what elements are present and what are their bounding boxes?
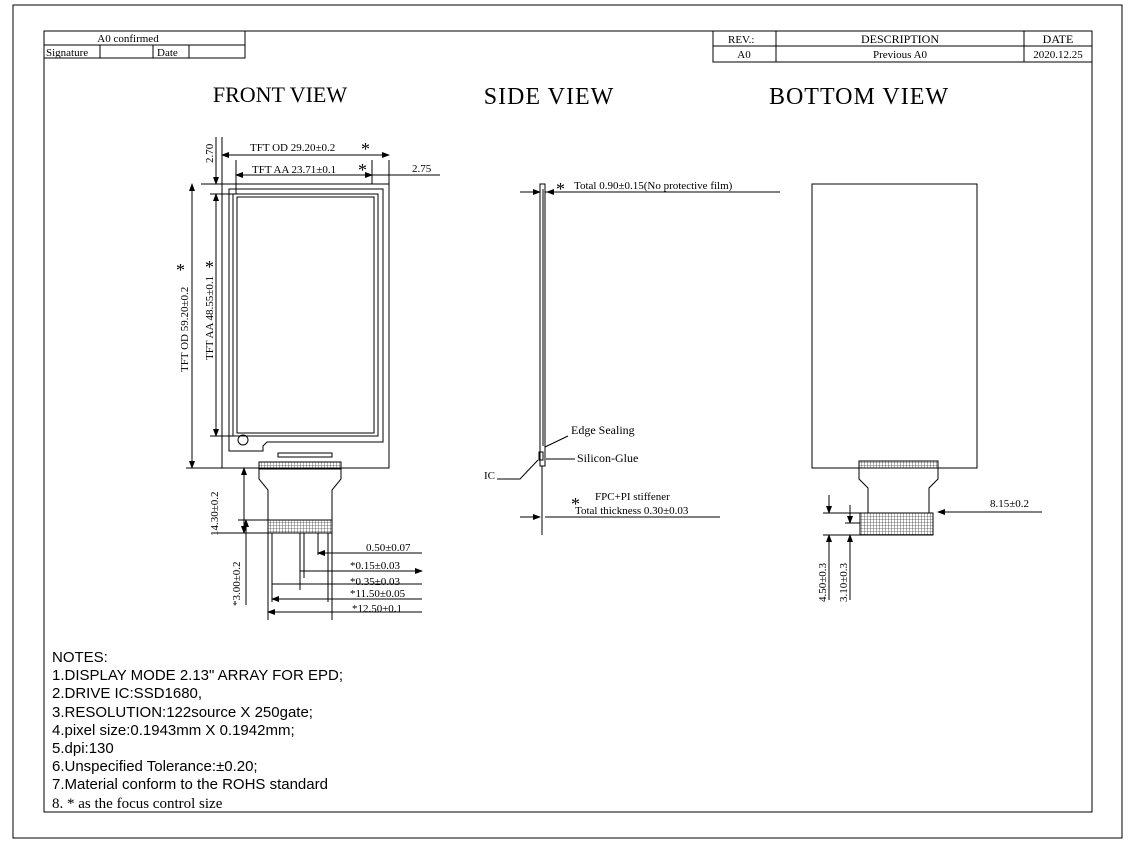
dim-fpc-tail: *3.00±0.2	[231, 561, 243, 606]
note-1: 1.DISPLAY MODE 2.13" ARRAY FOR EPD;	[52, 667, 343, 685]
bottom-panel	[811, 183, 978, 469]
note-5: 5.dpi:130	[52, 740, 114, 758]
star-total: *	[556, 179, 565, 199]
dim-bottom-h2: 3.10±0.3	[838, 562, 850, 602]
note-6: 6.Unspecified Tolerance:±0.20;	[52, 758, 258, 776]
panel-outline	[221, 183, 390, 469]
dim-d4: *12.50±0.1	[352, 603, 402, 615]
dim-d1: *0.15±0.03	[350, 560, 401, 572]
note-7: 7.Material conform to the ROHS standard	[52, 776, 328, 794]
bottom-fpc	[858, 468, 939, 514]
dim-pitch: 0.50±0.07	[366, 542, 411, 554]
date-value: 2020.12.25	[1033, 49, 1083, 61]
dim-d3: *11.50±0.05	[350, 588, 406, 600]
dim-tft-aa-width: TFT AA 23.71±0.1	[252, 164, 336, 176]
label-silicon-glue: Silicon-Glue	[577, 451, 638, 465]
note-4: 4.pixel size:0.1943mm X 0.1942mm;	[52, 721, 295, 739]
star-od-height: *	[176, 260, 185, 280]
side-view-title: SIDE VIEW	[484, 84, 615, 110]
dim-total-thickness: Total thickness 0.30±0.03	[575, 505, 689, 517]
dim-d2: *0.35±0.03	[350, 576, 401, 588]
front-view-labels: 2.70 TFT OD 29.20±0.2 * TFT AA 23.71±0.1…	[176, 139, 432, 615]
dim-tft-od-height: TFT OD 59.20±0.2	[179, 287, 191, 372]
star-fpc: *	[571, 494, 580, 514]
star-od-width: *	[361, 139, 370, 159]
bottom-connector	[859, 512, 934, 536]
bottom-view	[811, 183, 1042, 600]
dim-top-margin: 2.70	[204, 143, 216, 163]
sign-box-title: A0 confirmed	[97, 33, 159, 45]
star-aa-height: *	[205, 257, 214, 277]
bottom-view-labels: 8.15±0.2 4.50±0.3 3.10±0.3	[817, 498, 1029, 602]
dim-right-margin: 2.75	[412, 163, 432, 175]
fpc-tail	[258, 468, 342, 521]
date-label: Date	[157, 47, 178, 59]
note-8: 8. * as the focus control size	[52, 795, 223, 812]
rev-value: A0	[737, 49, 751, 61]
description-header: DESCRIPTION	[861, 32, 939, 46]
rev-header: REV.:	[728, 34, 754, 46]
dim-bottom-right: 8.15±0.2	[990, 498, 1029, 510]
note-2: 2.DRIVE IC:SSD1680,	[52, 685, 203, 703]
note-3: 3.RESOLUTION:122source X 250gate;	[52, 703, 313, 721]
front-view	[186, 137, 440, 620]
bottom-view-title: BOTTOM VIEW	[769, 84, 949, 110]
label-fpc-pi: FPC+PI stiffener	[595, 491, 670, 503]
inner-frame	[43, 30, 1093, 813]
description-value: Previous A0	[873, 49, 928, 61]
label-ic: IC	[484, 470, 495, 482]
alignment-hole	[237, 434, 249, 446]
star-aa-width: *	[358, 160, 367, 180]
dim-total: Total 0.90±0.15(No protective film)	[574, 180, 733, 192]
active-area	[228, 188, 384, 452]
fpc-connector	[267, 519, 333, 534]
dim-tft-od-width: TFT OD 29.20±0.2	[250, 142, 335, 154]
dim-fpc-length: 14.30±0.2	[209, 491, 221, 536]
notes-title: NOTES:	[52, 649, 108, 666]
label-edge-sealing: Edge Sealing	[571, 423, 635, 437]
outer-frame	[12, 4, 1123, 839]
side-view	[497, 183, 780, 535]
revision-table: REV.: DESCRIPTION DATE A0 Previous A0 20…	[712, 30, 1093, 63]
front-view-title: FRONT VIEW	[213, 82, 347, 107]
signature-box: A0 confirmed Signature Date	[43, 30, 246, 59]
notes-block: NOTES: 1.DISPLAY MODE 2.13" ARRAY FOR EP…	[52, 649, 652, 813]
signature-label: Signature	[46, 47, 88, 59]
dim-tft-aa-height: TFT AA 48.55±0.1	[204, 276, 216, 360]
dim-bottom-h1: 4.50±0.3	[817, 562, 829, 602]
date-header: DATE	[1043, 32, 1074, 46]
side-view-labels: * Total 0.90±0.15(No protective film) Ed…	[484, 179, 733, 517]
